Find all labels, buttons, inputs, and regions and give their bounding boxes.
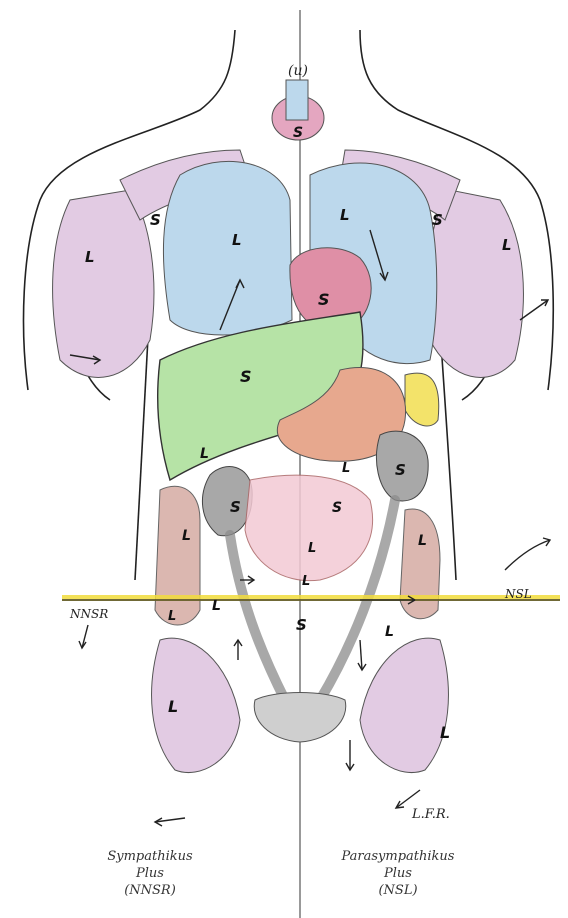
ascending-colon xyxy=(155,486,200,625)
label-hip-left: L xyxy=(440,723,450,742)
label-colon-lower-right: L xyxy=(168,609,176,624)
label-pelvis-mid: L xyxy=(302,574,310,589)
caption-parasympathikus: Parasympathikus Plus (NSL) xyxy=(318,848,478,899)
label-bladder: S xyxy=(296,616,307,634)
label-arm-right-side: L xyxy=(85,248,95,266)
label-lung-right: L xyxy=(232,231,242,249)
label-kidney-right: S xyxy=(230,498,241,516)
label-colon-upper-left: L xyxy=(342,461,350,476)
label-arm-left-side: L xyxy=(502,236,512,254)
label-rectum-left: L xyxy=(385,624,394,640)
label-small-intestine-upper: S xyxy=(332,500,342,516)
label-kidney-left: S xyxy=(395,461,406,479)
descending-colon xyxy=(400,509,440,619)
annotation-nsl: NSL xyxy=(504,587,532,601)
label-small-intestine-lower: L xyxy=(308,541,316,556)
small-intestine xyxy=(245,475,373,580)
label-thyroid: S xyxy=(293,125,303,141)
annotation-nnsr: NNSR xyxy=(69,607,108,621)
caption-left-line2: Plus xyxy=(70,865,230,882)
label-desc-colon: L xyxy=(418,533,427,549)
spleen xyxy=(405,373,439,426)
label-asc-colon: L xyxy=(182,528,191,544)
label-liver: S xyxy=(240,367,252,386)
label-lung-left: L xyxy=(340,206,350,224)
label-hip-right: L xyxy=(168,697,178,716)
trachea xyxy=(286,80,308,120)
caption-left-line3: (NNSR) xyxy=(70,882,230,899)
caption-right-line2: Plus xyxy=(318,865,478,882)
label-shoulder-left-side: S xyxy=(432,211,443,229)
caption-sympathikus: Sympathikus Plus (NNSR) xyxy=(70,848,230,899)
label-gallbladder: L xyxy=(200,446,209,462)
label-rectum-right: L xyxy=(212,598,221,614)
caption-right-line3: (NSL) xyxy=(318,882,478,899)
label-shoulder-right-side: S xyxy=(150,211,161,229)
neck-mark: (u) xyxy=(288,63,308,79)
label-heart: S xyxy=(318,290,330,309)
annotation-lfr: L.F.R. xyxy=(411,807,450,822)
kidney-right xyxy=(202,467,252,536)
caption-right-line1: Parasympathikus xyxy=(318,848,478,865)
caption-left-line1: Sympathikus xyxy=(70,848,230,865)
